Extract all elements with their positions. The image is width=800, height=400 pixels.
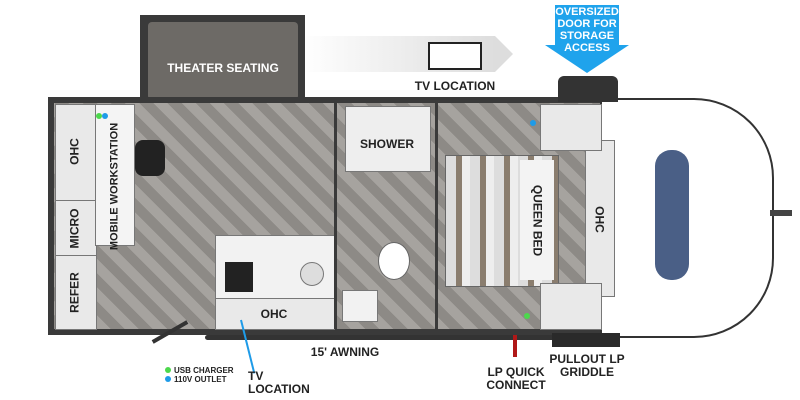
workstation-desk [95,104,135,246]
bed-pillows [520,160,554,280]
micro-label: MICRO [67,208,82,249]
legend-label: USB CHARGER [174,366,234,375]
pullout-griddle [552,333,620,347]
toilet [378,242,410,280]
bath-wall [334,103,337,329]
tv-location-bottom-label: TV LOCATION [248,369,310,396]
legend-item: USB CHARGER [165,366,234,375]
theater-seating [148,22,298,100]
tv-projection-arrowhead [495,36,513,72]
ohc-kitchen [215,298,335,330]
lp-quick-connect-label: LP QUICK CONNECT [486,365,546,392]
bedroom-wall [435,103,438,329]
ohc-front [585,140,615,297]
ohc-left [55,104,97,202]
hitch [770,210,792,216]
usb-charger-dot [165,367,171,373]
awning [205,335,565,340]
wardrobe-bottom [540,283,602,330]
storage-door-arrow [555,5,619,45]
legend-item: 110V OUTLET [165,375,234,384]
shower [345,106,431,172]
lp-quick-connect-hose [513,335,517,357]
tv-location-top-label: TV LOCATION [414,79,496,93]
pullout-griddle-label: PULLOUT LP GRIDDLE [549,352,625,379]
usb-charger-marker [524,313,530,319]
ohc-kitchen-label: OHC [260,307,288,321]
theater-seating-label: THEATER SEATING [167,61,279,75]
outlet-marker [102,113,108,119]
ohc-left-label: OHC [67,138,82,165]
storage-door-arrowhead [545,45,629,73]
tv-icon [428,42,482,70]
storage-door-label: OVERSIZED DOOR FOR STORAGE ACCESS [555,6,619,54]
storage-door [558,76,618,102]
ohc-front-label: OHC [592,206,607,233]
shower-label: SHOWER [360,137,414,151]
mobile-workstation-label: MOBILE WORKSTATION [108,122,121,251]
office-chair [135,140,165,176]
legend-label: 110V OUTLET [174,375,227,384]
wardrobe-top [540,104,602,151]
outlet-dot [165,376,171,382]
kitchen-sink [300,262,324,286]
refer [55,255,97,330]
usb-charger-marker [96,113,102,119]
legend: USB CHARGER 110V OUTLET [165,366,234,384]
refer-label: REFER [67,272,82,313]
awning-label: 15' AWNING [310,345,380,359]
bath-sink [342,290,378,322]
salem-logo [655,150,689,280]
queen-bed-label: QUEEN BED [530,184,545,257]
outlet-marker [530,120,536,126]
stove [225,262,253,292]
